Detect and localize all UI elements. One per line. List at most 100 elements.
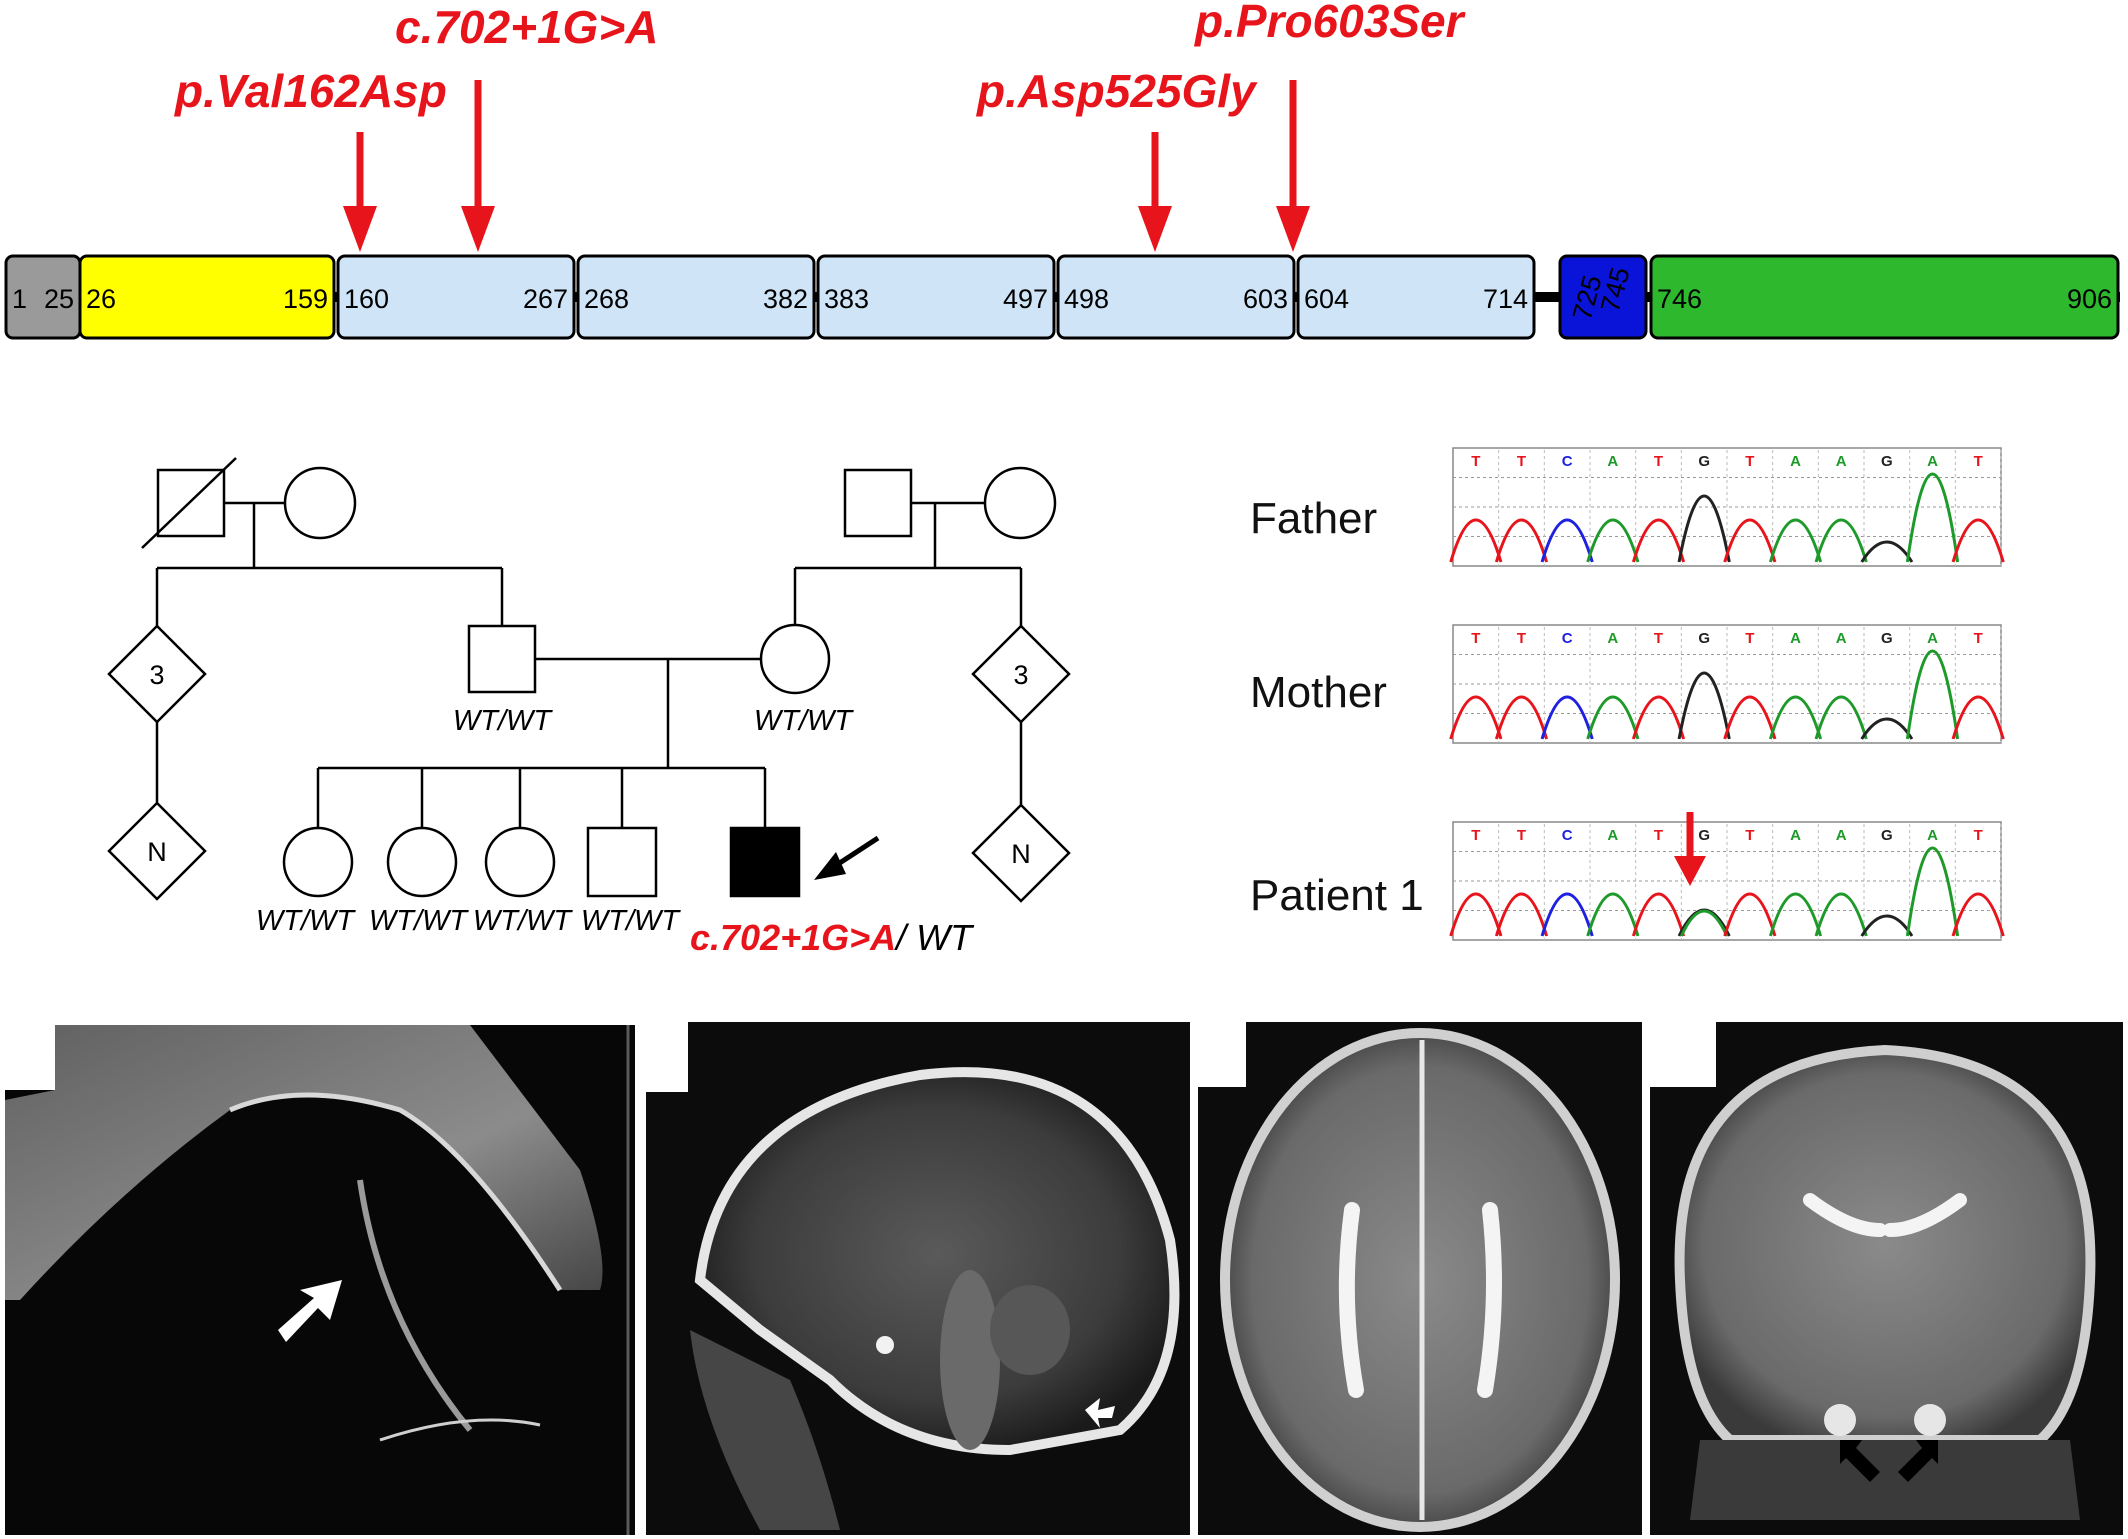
base-call: T xyxy=(1517,630,1526,647)
base-call: T xyxy=(1974,827,1983,844)
offspring-label-left: N xyxy=(147,837,167,867)
base-call: G xyxy=(1881,453,1893,470)
pedigree xyxy=(107,457,1071,903)
son-unaffected xyxy=(586,826,658,898)
base-call: G xyxy=(1881,630,1893,647)
base-call: A xyxy=(1607,630,1618,647)
mother xyxy=(759,623,831,695)
offspring-diamond-right xyxy=(971,803,1071,903)
mutation-label-val162asp: p.Val162Asp xyxy=(173,65,447,117)
father xyxy=(467,624,537,694)
domain-start-label: 268 xyxy=(584,284,629,314)
mutation-label-splice: c.702+1G>A xyxy=(395,1,658,53)
base-call: C xyxy=(1562,827,1573,844)
base-call: A xyxy=(1790,827,1801,844)
base-call: T xyxy=(1654,630,1663,647)
domain-start-label: 498 xyxy=(1064,284,1109,314)
base-call: A xyxy=(1836,827,1847,844)
coronal-arrow-left xyxy=(1840,1440,1880,1482)
grandfather-maternal xyxy=(843,468,913,538)
domain-box: 498 603 xyxy=(1056,254,1296,340)
base-call: T xyxy=(1654,827,1663,844)
proband-wt: / WT xyxy=(893,917,975,958)
grandmother-paternal xyxy=(283,466,357,540)
proband-affected xyxy=(729,826,801,898)
proband-mutation: c.702+1G>A xyxy=(690,917,896,958)
base-call: T xyxy=(1745,630,1754,647)
trace-label-mother: Mother xyxy=(1250,668,1387,717)
domain-start-label: 604 xyxy=(1304,284,1349,314)
siblings-count-right: 3 xyxy=(1013,660,1028,690)
trace-label-father: Father xyxy=(1250,494,1377,543)
brainstem-arrow xyxy=(1085,1398,1115,1428)
base-call: T xyxy=(1745,453,1754,470)
base-call: T xyxy=(1745,827,1754,844)
base-call: T xyxy=(1654,453,1663,470)
mutation-label-pro603ser: p.Pro603Ser xyxy=(1193,0,1466,47)
offspring-label-right: N xyxy=(1011,839,1031,869)
base-call: A xyxy=(1927,453,1938,470)
domain-end-label: 267 xyxy=(523,284,568,314)
base-call: C xyxy=(1562,630,1573,647)
mother-genotype: WT/WT xyxy=(754,705,855,737)
variant-arrow xyxy=(1674,812,1706,886)
base-call: A xyxy=(1790,453,1801,470)
child-genotype: WT/WT xyxy=(473,905,574,937)
domain-end-label: 906 xyxy=(2067,284,2112,314)
base-call: T xyxy=(1974,630,1983,647)
domain-box: 26 159 xyxy=(78,254,336,340)
domain-end-label: 603 xyxy=(1243,284,1288,314)
father-genotype: WT/WT xyxy=(453,705,554,737)
oct-image xyxy=(5,1025,635,1535)
offspring-diamond-left xyxy=(107,801,207,901)
base-call: A xyxy=(1927,827,1938,844)
base-call: T xyxy=(1471,827,1480,844)
retina-arrow xyxy=(278,1280,342,1342)
child-genotype: WT/WT xyxy=(256,905,357,937)
domain-start-label: 746 xyxy=(1657,284,1702,314)
domain-box: 604 714 xyxy=(1296,254,1536,340)
pedigree-labels: 3 N 3 N WT/WT WT/WT WT/WT WT/WT WT/WT WT… xyxy=(147,660,1031,958)
base-call: T xyxy=(1517,453,1526,470)
domain-end-label: 159 xyxy=(283,284,328,314)
domain-box: 746 906 xyxy=(1649,254,2120,340)
domain-end-label: 714 xyxy=(1483,284,1528,314)
base-call: G xyxy=(1698,453,1710,470)
mutation-arrow xyxy=(461,80,495,252)
coronal-arrow-right xyxy=(1898,1440,1938,1482)
domain-start-label: 383 xyxy=(824,284,869,314)
proband-genotype: c.702+1G>A/ WT xyxy=(690,917,975,958)
base-call: A xyxy=(1927,630,1938,647)
domain-box: 160 267 xyxy=(336,254,576,340)
base-call: A xyxy=(1790,630,1801,647)
base-call: A xyxy=(1607,453,1618,470)
base-call: T xyxy=(1974,453,1983,470)
base-call: A xyxy=(1607,827,1618,844)
mutation-markers: p.Val162Asp c.702+1G>A p.Asp525Gly p.Pro… xyxy=(173,0,1466,252)
base-call: G xyxy=(1698,630,1710,647)
base-call: T xyxy=(1471,453,1480,470)
domain-start-label: 26 xyxy=(86,284,116,314)
domain-box: 268 382 xyxy=(576,254,816,340)
domain-end-label: 382 xyxy=(763,284,808,314)
axial-mri xyxy=(1198,1022,1642,1535)
mutation-label-asp525gly: p.Asp525Gly xyxy=(975,65,1258,117)
child-genotype: WT/WT xyxy=(369,905,470,937)
proband-arrowhead xyxy=(814,852,846,880)
sagittal-mri xyxy=(646,1022,1190,1535)
base-call: C xyxy=(1562,453,1573,470)
siblings-count-left: 3 xyxy=(149,660,164,690)
base-call: T xyxy=(1471,630,1480,647)
domain-start-label: 160 xyxy=(344,284,389,314)
daughter-2 xyxy=(386,826,458,898)
daughter-1 xyxy=(282,826,354,898)
